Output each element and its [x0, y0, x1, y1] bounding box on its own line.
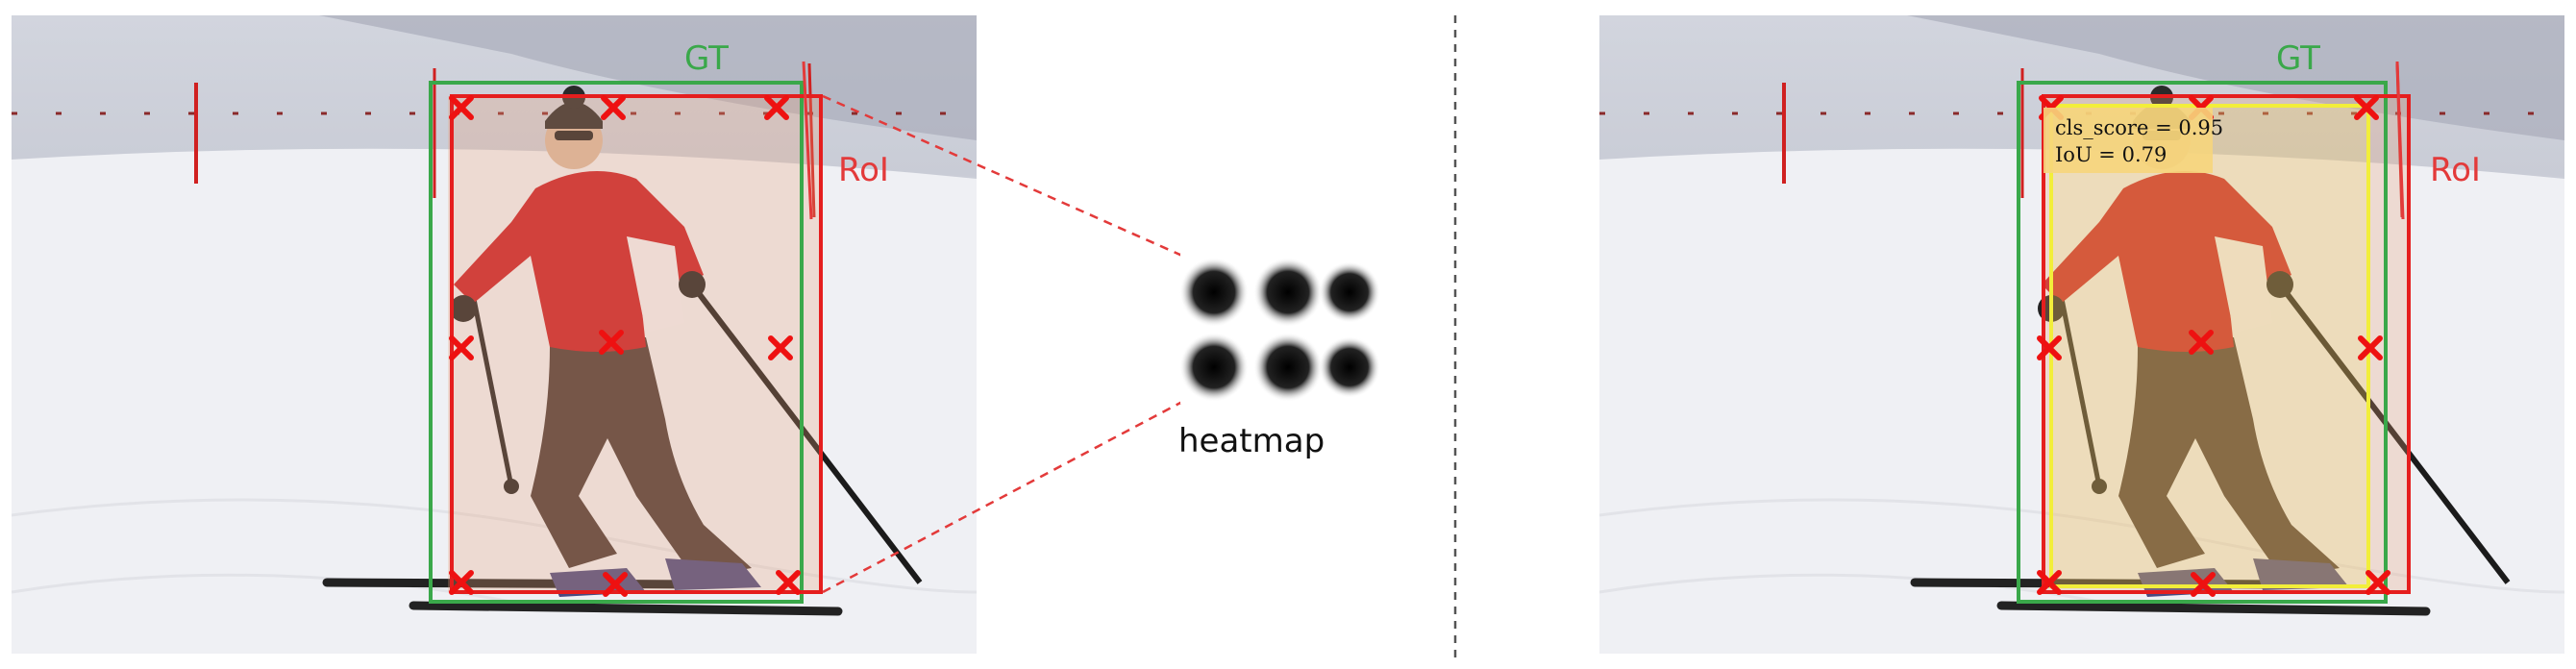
left-roi-box	[450, 94, 823, 594]
left-roi-shading	[448, 96, 823, 592]
right-photo-panel: cls_score = 0.95 IoU = 0.79 GT RoI	[1599, 15, 2564, 654]
iou-text: IoU = 0.79	[2055, 143, 2167, 166]
right-roi-shading	[2043, 96, 2409, 592]
left-roi-pointer	[802, 61, 813, 220]
left-gt-label: GT	[684, 39, 729, 78]
connector-top-line	[822, 94, 1183, 258]
left-photo-panel: GT RoI	[12, 15, 977, 654]
left-roi-label: RoI	[838, 151, 889, 189]
right-pred-shading	[2051, 106, 2368, 586]
connector-bottom-line	[822, 400, 1183, 594]
score-box	[2043, 108, 2213, 173]
right-gt-box	[2017, 81, 2388, 604]
right-roi-pointer	[2395, 61, 2405, 220]
heatmap-thumbnail	[1179, 254, 1380, 404]
right-gt-label: GT	[2276, 39, 2320, 78]
cls-score-text: cls_score = 0.95	[2055, 116, 2223, 139]
left-gt-box	[429, 81, 804, 604]
heatmap-label: heatmap	[1178, 422, 1325, 460]
right-roi-label: RoI	[2430, 151, 2481, 189]
